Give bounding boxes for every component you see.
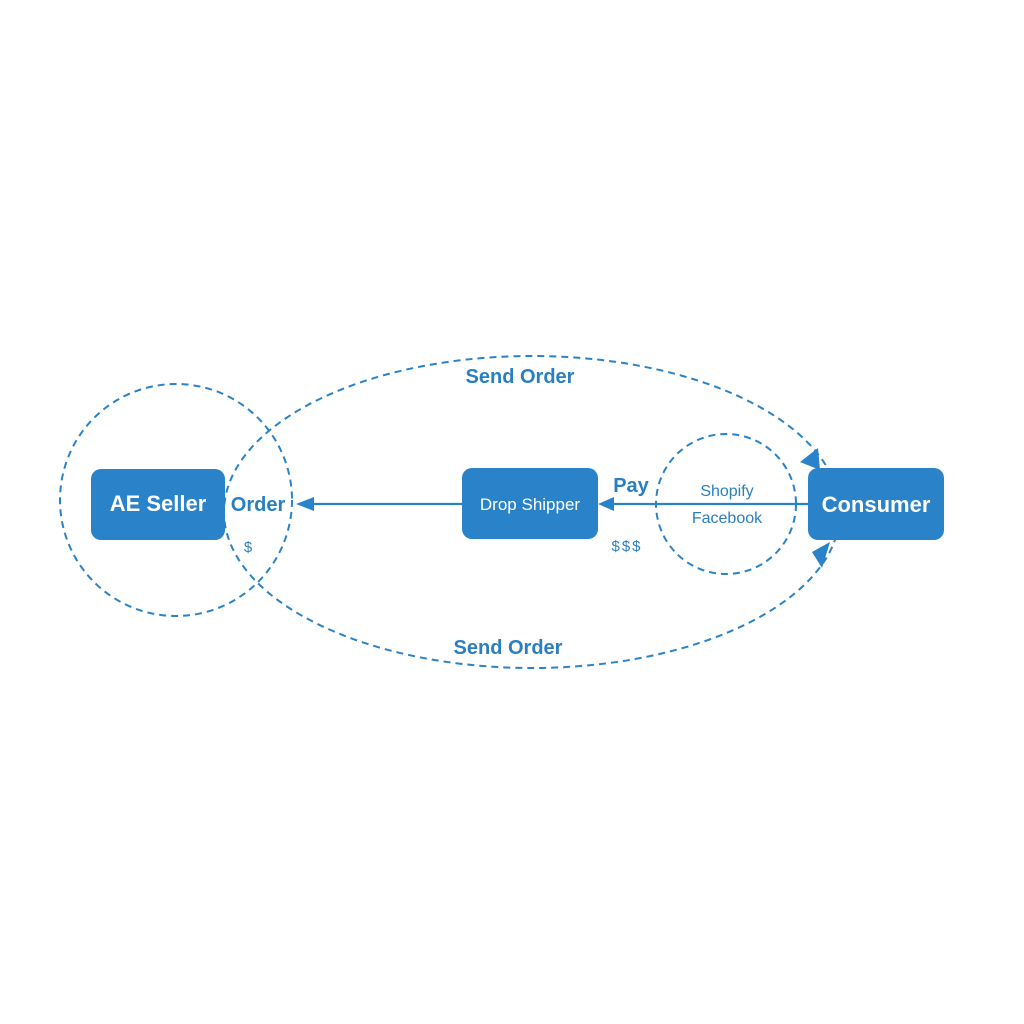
consumer-node	[808, 468, 944, 540]
send-order-top-label: Send Order	[466, 366, 575, 388]
drop-shipper-node	[462, 468, 598, 539]
pay-arrowhead	[598, 497, 614, 511]
pay-label: Pay	[613, 475, 649, 497]
order-arrowhead	[296, 497, 314, 511]
drop-shipper-label: Drop Shipper	[480, 495, 581, 514]
dollar-single-label: $	[244, 539, 253, 556]
order-label: Order	[231, 494, 286, 516]
consumer-label: Consumer	[822, 492, 931, 517]
ae-seller-label: AE Seller	[110, 491, 207, 516]
ae-seller-node	[91, 469, 225, 540]
facebook-label: Facebook	[692, 510, 763, 527]
send-order-bottom-label: Send Order	[454, 637, 563, 659]
dollar-triple-label: $$$	[611, 538, 642, 555]
send-order-bottom-arrowhead	[812, 542, 830, 568]
send-order-top-arrowhead	[800, 448, 820, 470]
shopify-label: Shopify	[700, 483, 753, 500]
ae-seller-circle	[59, 383, 293, 617]
